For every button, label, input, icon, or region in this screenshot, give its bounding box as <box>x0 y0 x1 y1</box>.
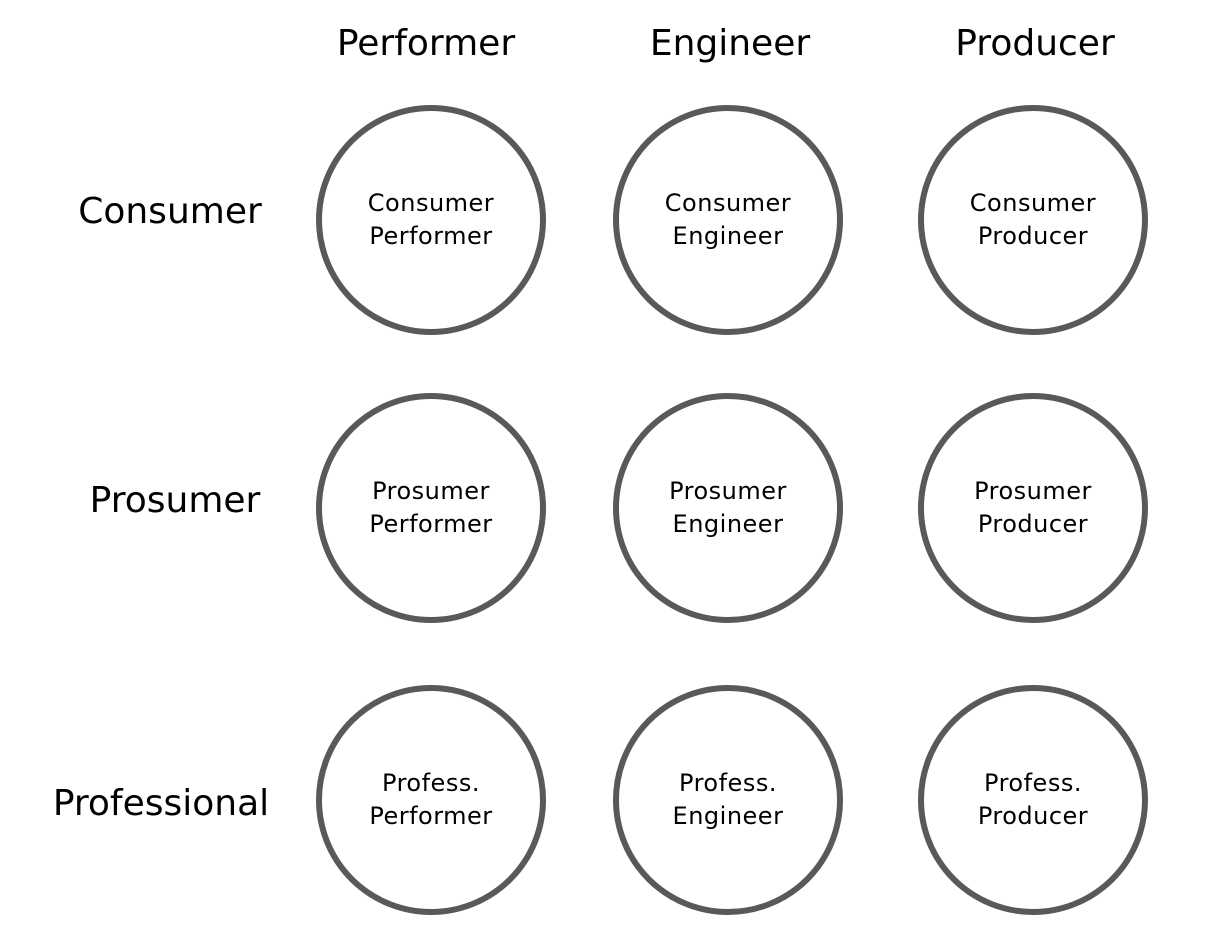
row-header-prosumer: Prosumer <box>89 480 261 521</box>
cell-line-2: Performer <box>369 222 493 250</box>
cell-line-1: Prosumer <box>669 477 787 505</box>
cell-line-1: Profess. <box>679 769 777 797</box>
cell-line-2: Engineer <box>672 510 784 538</box>
cell-consumer-performer: Consumer Performer <box>316 105 546 335</box>
column-header-engineer: Engineer <box>649 23 811 64</box>
cell-line-1: Consumer <box>664 189 792 217</box>
column-header-producer: Producer <box>955 23 1115 64</box>
cell-line-1: Prosumer <box>974 477 1092 505</box>
cell-line-1: Profess. <box>984 769 1082 797</box>
cell-line-2: Engineer <box>672 802 784 830</box>
cell-prosumer-engineer: Prosumer Engineer <box>613 393 843 623</box>
cell-professional-producer: Profess. Producer <box>918 685 1148 915</box>
cell-line-1: Prosumer <box>372 477 490 505</box>
cell-prosumer-performer: Prosumer Performer <box>316 393 546 623</box>
cell-line-1: Consumer <box>969 189 1097 217</box>
cell-line-1: Consumer <box>367 189 495 217</box>
cell-professional-engineer: Profess. Engineer <box>613 685 843 915</box>
cell-line-2: Performer <box>369 510 493 538</box>
row-header-consumer: Consumer <box>78 191 262 232</box>
cell-line-1: Profess. <box>382 769 480 797</box>
cell-line-2: Performer <box>369 802 493 830</box>
cell-line-2: Producer <box>977 510 1089 538</box>
cell-consumer-producer: Consumer Producer <box>918 105 1148 335</box>
column-header-performer: Performer <box>336 23 516 64</box>
cell-consumer-engineer: Consumer Engineer <box>613 105 843 335</box>
cell-line-2: Producer <box>977 802 1089 830</box>
row-header-professional: Professional <box>52 783 270 824</box>
cell-prosumer-producer: Prosumer Producer <box>918 393 1148 623</box>
cell-line-2: Producer <box>977 222 1089 250</box>
cell-line-2: Engineer <box>672 222 784 250</box>
cell-professional-performer: Profess. Performer <box>316 685 546 915</box>
